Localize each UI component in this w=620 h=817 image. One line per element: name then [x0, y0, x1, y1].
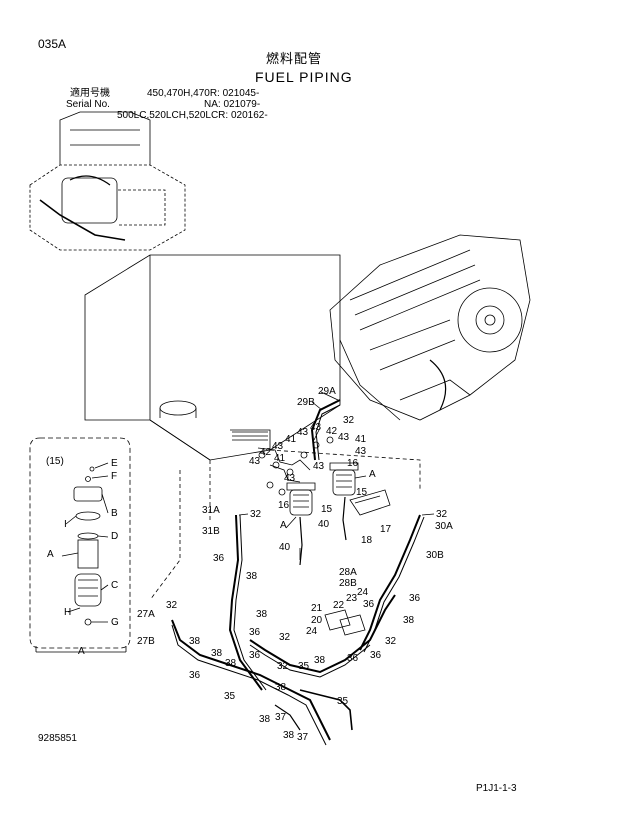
callout-38: 38	[314, 655, 326, 666]
callout-43: 43	[284, 473, 296, 484]
applicable-label-jp: 適用号機	[70, 88, 110, 99]
callout-38: 38	[189, 636, 201, 647]
callout-27b: 27B	[137, 636, 155, 647]
callout-32: 32	[279, 632, 291, 643]
callout-43: 43	[355, 446, 367, 457]
callout-28b: 28B	[339, 578, 357, 589]
engine	[329, 234, 531, 421]
inset-part-f: F	[111, 471, 118, 482]
callout-32: 32	[166, 600, 178, 611]
inset-part-b: B	[111, 508, 118, 519]
page-reference: P1J1-1-3	[476, 783, 517, 794]
title-english: FUEL PIPING	[255, 69, 353, 85]
serial-row-2: NA: 021079-	[204, 99, 261, 110]
callout-41: 41	[355, 434, 367, 445]
callout-36: 36	[409, 593, 421, 604]
callout-38: 38	[246, 571, 258, 582]
fittings-cluster	[257, 436, 334, 496]
fuel-filter-right	[329, 462, 359, 496]
callout-36: 36	[347, 653, 359, 664]
machine-overview-icon	[29, 111, 186, 251]
callout-43: 43	[272, 441, 284, 452]
callout-21: 21	[311, 603, 323, 614]
callout-32: 32	[343, 415, 355, 426]
callout-38: 38	[256, 609, 268, 620]
callout-30b: 30B	[426, 550, 444, 561]
callout-circle-a: A	[280, 520, 287, 531]
callout-27a: 27A	[137, 609, 155, 620]
callout-41: 41	[274, 453, 286, 464]
callout-32: 32	[385, 636, 397, 647]
callout-37: 37	[297, 732, 309, 743]
callout-22: 22	[333, 600, 345, 611]
callout-40: 40	[279, 542, 291, 553]
callout-36: 36	[363, 599, 375, 610]
title-japanese: 燃料配管	[266, 51, 323, 66]
callout-43: 43	[313, 461, 325, 472]
callout-43: 43	[310, 422, 322, 433]
callout-42: 42	[260, 447, 272, 458]
inset-part-d: D	[111, 531, 119, 542]
callout-38: 38	[275, 682, 287, 693]
callout-37: 37	[275, 712, 287, 723]
callout-35: 35	[298, 661, 310, 672]
callout-15: 15	[356, 487, 368, 498]
serial-row-1: 450,470H,470R: 021045-	[147, 88, 260, 99]
callout-32: 32	[277, 661, 289, 672]
inset-part-i: I	[64, 519, 67, 530]
inset-group-label: (15)	[46, 456, 64, 467]
callout-18: 18	[361, 535, 373, 546]
inset-part-e: E	[111, 458, 118, 469]
callout-35: 35	[337, 696, 349, 707]
serial-row-3: 500LC,520LCH,520LCR: 020162-	[117, 110, 268, 121]
callout-43: 43	[249, 456, 261, 467]
callout-38: 38	[211, 648, 223, 659]
callout-circle-a: A	[369, 469, 376, 480]
callout-36: 36	[249, 650, 261, 661]
callout-36: 36	[189, 670, 201, 681]
callout-20: 20	[311, 615, 323, 626]
callout-30a: 30A	[435, 521, 453, 532]
callout-36: 36	[249, 627, 261, 638]
callout-42: 42	[326, 426, 338, 437]
diagram-code: 035A	[38, 37, 67, 51]
callout-15: 15	[321, 504, 333, 515]
callout-43: 43	[338, 432, 350, 443]
callout-32: 32	[250, 509, 262, 520]
callout-24: 24	[357, 587, 369, 598]
inset-caption: A	[78, 646, 85, 657]
callout-24: 24	[306, 626, 318, 637]
callout-35: 35	[224, 691, 236, 702]
callout-43: 43	[297, 427, 309, 438]
callout-32: 32	[436, 509, 448, 520]
inset-part-h: H	[64, 607, 72, 618]
callout-38: 38	[259, 714, 271, 725]
callout-36: 36	[213, 553, 225, 564]
callout-16: 16	[347, 458, 359, 469]
inset-part-g: G	[111, 617, 119, 628]
drawing-number: 9285851	[38, 733, 77, 744]
callout-28a: 28A	[339, 567, 357, 578]
callout-36: 36	[370, 650, 382, 661]
inset-part-c: C	[111, 580, 119, 591]
callout-31a: 31A	[202, 505, 220, 516]
callout-16: 16	[278, 500, 290, 511]
fuel-filter-left	[286, 482, 316, 516]
callout-23: 23	[346, 593, 358, 604]
callout-41: 41	[285, 434, 297, 445]
callout-29a: 29A	[318, 386, 336, 397]
filter-inset	[29, 437, 131, 653]
callout-38: 38	[283, 730, 295, 741]
callout-29b: 29B	[297, 397, 315, 408]
callout-38: 38	[403, 615, 415, 626]
callout-38: 38	[225, 658, 237, 669]
callout-17: 17	[380, 524, 392, 535]
callout-40: 40	[318, 519, 330, 530]
serial-label: Serial No.	[66, 99, 110, 110]
inset-part-a: A	[47, 549, 54, 560]
callout-31b: 31B	[202, 526, 220, 537]
